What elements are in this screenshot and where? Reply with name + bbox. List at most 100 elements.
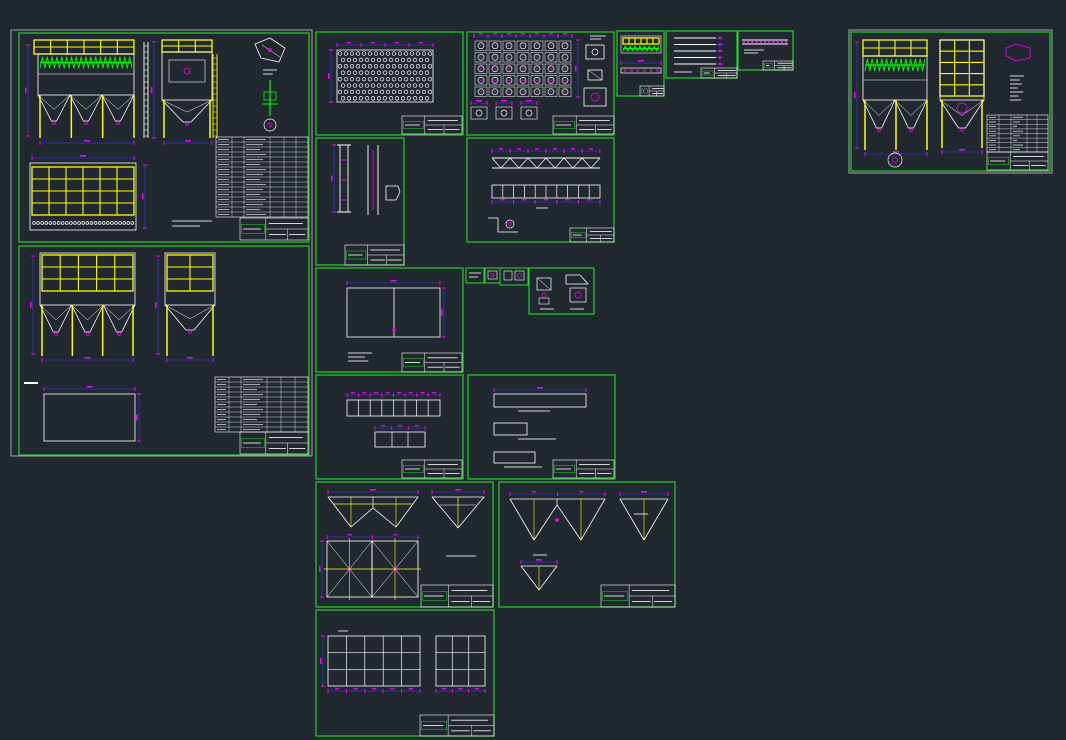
bag-cage-circle [89,221,94,225]
chain-dimension [509,491,606,496]
filter-bags [622,45,660,52]
bag-hole [343,64,349,69]
bag-hole [409,89,415,95]
hopper-outline [71,304,104,333]
hopper-outlet-mark [116,121,120,125]
sheet-border [315,137,405,266]
door-mark [541,292,547,298]
fan-outline [887,152,903,168]
cell-bag [533,88,541,96]
bag-cage-circle [126,221,131,225]
bag-cage-circle [65,221,69,225]
railing-frame [41,254,134,292]
cell-bag [491,65,499,73]
bag-hole [346,96,352,101]
cover-plate [569,287,587,303]
parts-table [214,376,309,433]
cell-bag [547,76,555,84]
cell-outline [516,86,530,97]
horizontal-dimension [41,357,134,362]
bag-cage-circle [110,221,114,225]
cell-outline [530,75,544,86]
bag-cage-circle [77,221,81,225]
title-block [420,584,494,608]
cell-bag [519,53,527,61]
bag-hole [427,64,433,69]
hopper-brace [939,99,963,116]
bag-hole [370,70,376,75]
hopper-brace [69,94,87,110]
bag-hole [352,57,358,63]
detail-outline [487,270,498,280]
bag-hole [418,96,424,101]
bag-hole [370,57,376,63]
bag-cell [474,86,488,97]
door-hatch [536,277,552,291]
beam-frame [491,184,601,204]
sheet-elevations [18,245,310,456]
horizontal-dimension [520,100,538,105]
bag-cell [516,86,530,97]
hopper-outlet-mark [347,566,352,572]
plan-outline [29,162,137,231]
cell-outline [516,52,530,63]
sheet-border [466,137,615,243]
bag-hole [400,70,406,75]
bag-hole [403,51,409,56]
horizontal-dimension [493,387,587,392]
bracket-hole [505,219,515,229]
side-details [583,44,607,107]
cell-bag [477,53,485,61]
casing-outline [164,252,216,306]
panel-outline [346,287,441,338]
text-strokes [590,35,606,40]
bag-hole [355,64,361,69]
cell-bag [547,65,555,73]
bag-hole [340,70,346,75]
cell-outline [530,63,544,74]
horizontal-dimension [166,357,214,362]
cover-outline [565,274,589,285]
hopper-brace [53,94,71,110]
bag-hole [343,76,349,82]
title-block [986,151,1049,171]
hoppers [164,304,216,334]
bag-cage-circle [122,221,126,225]
support-legs [864,100,928,150]
bag-cage-circle [36,221,40,225]
bag-cell [558,86,572,97]
cell-outline [558,52,572,63]
bag-hole [391,51,397,56]
chain-dimension [374,425,426,430]
railing [161,39,213,53]
hopper-brace [117,94,135,110]
cell-outline [474,86,488,97]
bag-hole [358,57,364,63]
railing-frame [939,39,985,97]
sheet-border [18,245,310,456]
title-block [239,431,309,455]
detail-outline [587,69,603,81]
cell-bag [519,42,527,50]
cell-outline [488,52,502,63]
detail-outline [1005,43,1031,62]
cell-outline [544,52,558,63]
text-strokes [172,220,212,227]
rail-mark [718,43,722,46]
sheet-hopper-layout [315,481,494,608]
horizontal-dimension [520,559,558,564]
bag-hole [394,96,400,101]
chain-dimension [491,199,601,204]
title-block-name-cell [241,224,265,234]
bag-cage-circle [106,221,110,225]
parts-table [986,114,1049,153]
bag-cage-circle [114,221,118,225]
bottom-detail [495,100,513,120]
horizontal-dimension [163,140,213,145]
horizontal-dimension [43,386,136,391]
cell-bag [491,88,499,96]
horizontal-dimension [39,140,135,145]
bag-hole [340,83,346,88]
